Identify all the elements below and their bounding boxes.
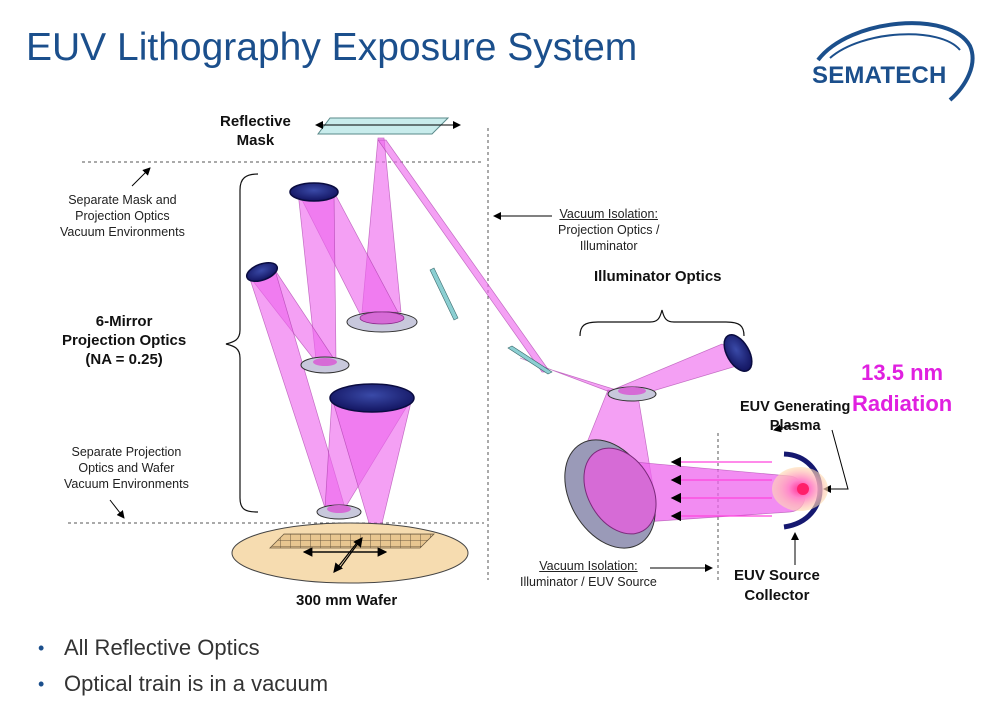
- bullet-item: •All Reflective Optics: [38, 630, 328, 666]
- illuminator-mirrors: [607, 334, 753, 402]
- projection-optics-brace: [225, 173, 259, 513]
- vacuum-isolation-source-label: Vacuum Isolation: Illuminator / EUV Sour…: [520, 559, 657, 589]
- slide-title: EUV Lithography Exposure System: [26, 26, 638, 69]
- illuminator-optics-label: Illuminator Optics: [594, 268, 722, 285]
- reflective-mask: [315, 117, 461, 135]
- bullet-dot: •: [38, 674, 45, 694]
- grazing-mirrors: [429, 267, 553, 375]
- projection-mirrors: [245, 182, 418, 520]
- sematech-logo-swoosh: [816, 21, 975, 102]
- pointer-arrows: [109, 167, 849, 572]
- bullet-item: •Optical train is in a vacuum: [38, 666, 328, 702]
- bullet-list: •All Reflective Optics •Optical train is…: [38, 630, 328, 702]
- sematech-logo-text: SEMATECH: [812, 62, 947, 89]
- bullet-dot: •: [38, 638, 45, 658]
- vacuum-isolation-projection-label: Vacuum Isolation: Projection Optics /Ill…: [558, 207, 660, 253]
- illuminator-optics-brace: [579, 309, 745, 337]
- wafer: [231, 522, 469, 584]
- euv-source-collector: [564, 439, 828, 549]
- wafer-label: 300 mm Wafer: [296, 592, 398, 609]
